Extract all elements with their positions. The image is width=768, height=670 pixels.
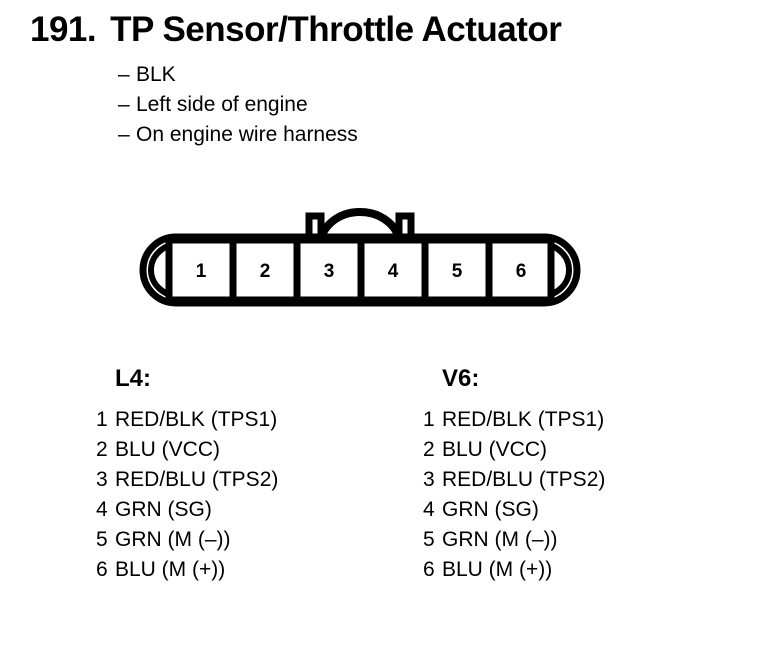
legend-pin-number: 6 — [423, 558, 435, 581]
page-title: TP Sensor/Throttle Actuator — [110, 10, 562, 49]
legend-pin-label: BLU (M (+)) — [442, 558, 553, 581]
dash-marker-icon: – — [118, 63, 130, 86]
legend-pin-label: RED/BLU (TPS2) — [442, 468, 606, 491]
legend-pin-label: BLU (VCC) — [115, 438, 221, 461]
legend-pin-number: 2 — [96, 438, 108, 461]
legend-header-l4: L4: — [115, 365, 151, 392]
legend-pin-number: 1 — [96, 408, 108, 431]
cavity-number-1: 1 — [196, 261, 207, 282]
note-label: Left side of engine — [136, 93, 308, 116]
legend-pin-label: GRN (SG) — [442, 498, 539, 521]
legend-pin-number: 4 — [423, 498, 435, 521]
legend-pin-number: 3 — [423, 468, 435, 491]
legend-row: 4 GRN (SG) — [423, 495, 605, 525]
latch-tab-left-icon — [305, 212, 325, 244]
cavity-number-2: 2 — [260, 261, 271, 282]
legend-pin-label: BLU (VCC) — [442, 438, 548, 461]
note-item: – On engine wire harness — [118, 120, 618, 150]
note-label: On engine wire harness — [136, 123, 358, 146]
legend-row: 4 GRN (SG) — [96, 495, 278, 525]
legend-row: 3 RED/BLU (TPS2) — [423, 465, 605, 495]
legend-row: 1 RED/BLK (TPS1) — [423, 405, 605, 435]
legend-header-v6: V6: — [442, 365, 480, 392]
legend-pin-label: GRN (M (–)) — [115, 528, 231, 551]
cavity-number-5: 5 — [452, 261, 463, 282]
legend-row: 2 BLU (VCC) — [423, 435, 605, 465]
legend-pin-label: RED/BLU (TPS2) — [115, 468, 279, 491]
legend-pin-number: 2 — [423, 438, 435, 461]
legend-pin-number: 4 — [96, 498, 108, 521]
dash-marker-icon: – — [118, 93, 130, 116]
connector-diagram: 1 2 3 4 5 6 — [138, 200, 582, 315]
legend-pin-label: RED/BLK (TPS1) — [442, 408, 605, 431]
connector-svg: 1 2 3 4 5 6 — [139, 208, 581, 307]
legend-row: 1 RED/BLK (TPS1) — [96, 405, 278, 435]
legend-pin-label: RED/BLK (TPS1) — [115, 408, 278, 431]
legend-row: 5 GRN (M (–)) — [423, 525, 605, 555]
dash-marker-icon: – — [118, 123, 130, 146]
cavity-number-6: 6 — [516, 261, 527, 282]
legend-column-v6: V6: 1 RED/BLK (TPS1) 2 BLU (VCC) 3 RED/B… — [423, 365, 605, 585]
page-heading: 191. TP Sensor/Throttle Actuator — [30, 10, 562, 50]
cavity-number-3: 3 — [324, 261, 335, 282]
legend-pin-number: 1 — [423, 408, 435, 431]
legend-pin-label: GRN (M (–)) — [442, 528, 558, 551]
legend-row: 2 BLU (VCC) — [96, 435, 278, 465]
legend-pin-number: 5 — [423, 528, 435, 551]
legend-column-l4: L4: 1 RED/BLK (TPS1) 2 BLU (VCC) 3 RED/B… — [96, 365, 278, 585]
notes-list: – BLK – Left side of engine – On engine … — [118, 60, 618, 150]
note-item: – BLK — [118, 60, 618, 90]
legend-pin-label: BLU (M (+)) — [115, 558, 226, 581]
note-label: BLK — [136, 63, 176, 86]
legend-row: 5 GRN (M (–)) — [96, 525, 278, 555]
legend-pin-number: 5 — [96, 528, 108, 551]
legend-row: 6 BLU (M (+)) — [96, 555, 278, 585]
latch-tab-right-icon — [395, 212, 415, 244]
note-item: – Left side of engine — [118, 90, 618, 120]
legend-pin-label: GRN (SG) — [115, 498, 212, 521]
legend-row: 3 RED/BLU (TPS2) — [96, 465, 278, 495]
legend-row: 6 BLU (M (+)) — [423, 555, 605, 585]
legend-pin-number: 3 — [96, 468, 108, 491]
legend-pin-number: 6 — [96, 558, 108, 581]
section-number: 191. — [30, 10, 97, 49]
cavity-number-4: 4 — [388, 261, 399, 282]
